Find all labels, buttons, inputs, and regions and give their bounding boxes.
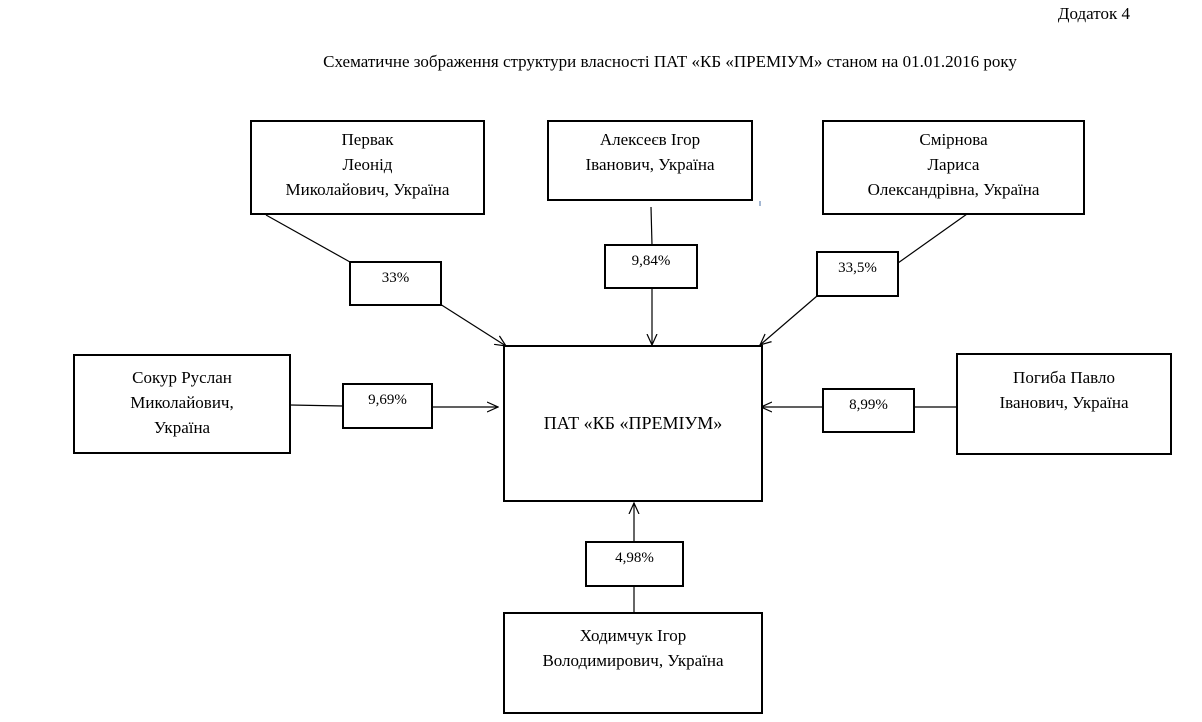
owner-box-pohyba: Погиба Павло Іванович, Україна xyxy=(956,353,1172,455)
owner-name-line: Лариса xyxy=(927,155,980,174)
owner-name-line: Іванович, Україна xyxy=(585,155,715,174)
owner-box-pervak: Первак Леонід Миколайович, Україна xyxy=(250,120,485,215)
owner-name-line: Алексеєв Ігор xyxy=(599,130,701,149)
owner-name-line: Володимирович, Україна xyxy=(542,651,724,670)
owner-name-line: Іванович, Україна xyxy=(999,393,1129,412)
diagram-title: Схематичне зображення структури власност… xyxy=(323,52,1017,71)
share-box-pervak: 33% xyxy=(349,261,442,306)
owner-box-alekseev: Алексеєв Ігор Іванович, Україна xyxy=(547,120,753,201)
owner-name-line: Леонід xyxy=(342,155,393,174)
connector-pervak-top xyxy=(265,214,351,263)
share-box-alekseev: 9,84% xyxy=(604,244,698,289)
center-bank-box: ПАТ «КБ «ПРЕМІУМ» xyxy=(503,345,763,502)
owner-name-line: Сокур Руслан xyxy=(132,368,232,387)
share-box-khodymchuk: 4,98% xyxy=(585,541,684,587)
share-box-sokur: 9,69% xyxy=(342,383,433,429)
share-box-pohyba: 8,99% xyxy=(822,388,915,433)
owner-name-line: Смірнова xyxy=(919,130,988,149)
center-bank-label: ПАТ «КБ «ПРЕМІУМ» xyxy=(543,413,723,433)
connector-smirnova-top xyxy=(897,213,968,264)
share-box-smirnova: 33,5% xyxy=(816,251,899,297)
owner-box-sokur: Сокур Руслан Миколайович, Україна xyxy=(73,354,291,454)
owner-name-line: Україна xyxy=(153,418,211,437)
owner-box-khodymchuk: Ходимчук Ігор Володимирович, Україна xyxy=(503,612,763,714)
owner-box-smirnova: Смірнова Лариса Олександрівна, Україна xyxy=(822,120,1085,215)
owner-name-line: Погиба Павло xyxy=(1013,368,1115,387)
connector-alekseev-top xyxy=(650,206,653,246)
owner-name-line: Олександрівна, Україна xyxy=(867,180,1040,199)
owner-name-line: Ходимчук Ігор xyxy=(579,626,687,645)
owner-name-line: Миколайович, Україна xyxy=(285,180,450,199)
owner-name-line: Первак xyxy=(341,130,394,149)
connector-pervak-bottom xyxy=(439,303,506,346)
connector-smirnova-bottom xyxy=(760,295,818,345)
connector-sokur-left xyxy=(289,404,344,407)
appendix-label: Додаток 4 xyxy=(1057,4,1130,23)
owner-name-line: Миколайович, xyxy=(130,393,234,412)
